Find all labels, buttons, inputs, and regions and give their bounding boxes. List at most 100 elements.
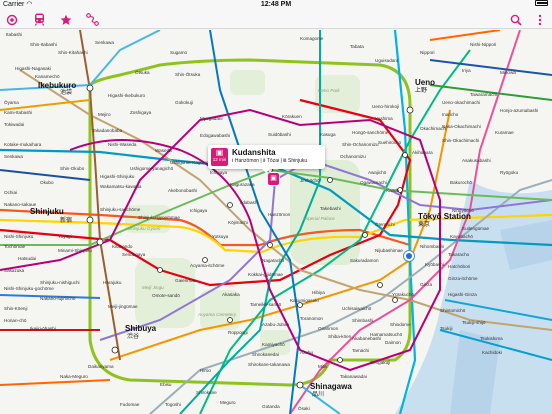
- station-label[interactable]: Uguisudani: [375, 58, 398, 63]
- station-label[interactable]: Shirokanedai: [252, 352, 279, 357]
- station-shinagawa[interactable]: Shinagawa: [310, 382, 352, 391]
- station-label[interactable]: Kanda: [386, 188, 400, 193]
- station-label[interactable]: Uchisaiwaichō: [342, 306, 372, 311]
- station-label[interactable]: Myogadani: [200, 116, 223, 121]
- station-label[interactable]: Higashi-Shinjuku: [100, 174, 135, 179]
- station-label[interactable]: Gokokuji: [175, 100, 193, 105]
- station-label[interactable]: Ochanomizu: [340, 154, 366, 159]
- station-label[interactable]: Azabu-Juban: [262, 322, 290, 327]
- station-label[interactable]: Nakano-sakaue: [4, 202, 37, 207]
- station-label[interactable]: Kuramae: [495, 130, 514, 135]
- station-label[interactable]: Minami-Shinjuku: [58, 248, 92, 253]
- station-label[interactable]: Shin-Itabashi: [30, 42, 57, 47]
- station-label[interactable]: Ushigome-Kagurazaka: [170, 160, 217, 165]
- station-label[interactable]: Takaracho: [448, 252, 470, 257]
- station-label[interactable]: Suitengūmae: [462, 226, 490, 231]
- station-label[interactable]: Tsukiji: [440, 326, 453, 331]
- station-label[interactable]: Kami-Itabashi: [4, 110, 33, 115]
- station-label[interactable]: Senkawa: [4, 154, 23, 159]
- station-label[interactable]: Naka-Okachimachi: [442, 124, 481, 129]
- station-label[interactable]: Ōsaki: [298, 406, 310, 411]
- station-ikebukuro[interactable]: Ikebukuro: [38, 81, 77, 90]
- current-location-icon[interactable]: [403, 250, 415, 262]
- station-callout[interactable]: ▣ 12 min Kudanshita Ⅰ Hanzōmon | Ⅱ Tōzai…: [208, 145, 325, 169]
- station-tokyo[interactable]: Tōkyō Station: [418, 212, 471, 221]
- station-label[interactable]: Meiji-jingūmae: [108, 304, 138, 309]
- station-label[interactable]: Shin-Kōenji: [4, 306, 28, 311]
- station-label[interactable]: Shinjuku-nishiguchi: [40, 280, 80, 285]
- station-label[interactable]: Shintomichō: [440, 308, 466, 313]
- station-label[interactable]: Ogawamachi: [360, 180, 387, 185]
- location-target-icon[interactable]: [4, 12, 20, 27]
- station-label[interactable]: Tochōmae: [4, 244, 26, 249]
- station-label[interactable]: Aoyama-itchōme: [190, 263, 225, 268]
- station-label[interactable]: Kyōbashi: [425, 262, 444, 267]
- station-label[interactable]: Takadanobaba: [92, 128, 123, 133]
- station-label[interactable]: Daikanyama: [88, 364, 114, 369]
- station-label[interactable]: Nakano-fujimichō: [40, 296, 76, 301]
- station-label[interactable]: Ebisu: [160, 382, 172, 387]
- station-label[interactable]: Kokkai-gijidōmae: [248, 272, 283, 277]
- station-label[interactable]: Toranomon: [300, 316, 323, 321]
- station-label[interactable]: Shin-Okubo: [60, 166, 85, 171]
- station-label[interactable]: Tawaramachi: [470, 92, 498, 97]
- station-label[interactable]: Tsukishima: [480, 336, 503, 341]
- station-label[interactable]: Kasuga: [320, 132, 336, 137]
- train-icon[interactable]: [31, 12, 47, 27]
- station-label[interactable]: Nishi-Nippori: [470, 42, 497, 47]
- station-label[interactable]: Harajuku: [103, 280, 122, 285]
- station-label[interactable]: Tsukiji-shijō: [462, 320, 486, 325]
- station-label[interactable]: Takebashi: [320, 206, 341, 211]
- station-label[interactable]: Naka-Meguro: [60, 374, 88, 379]
- station-label[interactable]: Minowa: [500, 70, 516, 75]
- station-label[interactable]: Itabashi: [6, 32, 23, 37]
- station-label[interactable]: Iidabashi: [240, 200, 259, 205]
- station-label[interactable]: Honjo-azumabashi: [500, 108, 539, 113]
- station-label[interactable]: Shin-Kitahashi: [58, 50, 88, 55]
- station-label[interactable]: Kachidoki: [482, 350, 502, 355]
- station-label[interactable]: Kamiyachō: [262, 342, 285, 347]
- station-label[interactable]: Ginza: [420, 282, 433, 287]
- station-label[interactable]: Mita: [318, 364, 327, 369]
- station-label[interactable]: Hibiya: [312, 290, 325, 295]
- station-label[interactable]: Meguro: [220, 400, 236, 405]
- star-icon[interactable]: [58, 12, 74, 27]
- station-label[interactable]: Ōyama: [4, 100, 19, 105]
- station-label[interactable]: Sendagaya: [122, 252, 146, 257]
- station-label[interactable]: Azabu: [300, 350, 314, 355]
- station-label[interactable]: Asakusabashi: [462, 158, 491, 163]
- station-label[interactable]: Iriya: [462, 68, 471, 73]
- station-label[interactable]: Ushigome-yanagichō: [130, 166, 174, 171]
- station-label[interactable]: Hamamatsuchō: [370, 332, 403, 337]
- station-label[interactable]: Daimon: [385, 340, 401, 345]
- station-label[interactable]: Shiba-kōen: [328, 334, 352, 339]
- station-label[interactable]: Yūrakuchō: [392, 292, 414, 297]
- station-label[interactable]: Togoshi: [165, 402, 181, 407]
- route-icon[interactable]: [84, 12, 100, 27]
- station-label[interactable]: Hatchōbori: [448, 264, 471, 269]
- station-label[interactable]: Nihombashi: [420, 244, 445, 249]
- station-label[interactable]: Okachimachi: [420, 126, 447, 131]
- station-label[interactable]: Gotanda: [262, 404, 280, 409]
- station-label[interactable]: Sugamo: [170, 50, 188, 55]
- station-label[interactable]: Sengakuji: [370, 360, 391, 365]
- station-label[interactable]: Edogawabashi: [200, 133, 231, 138]
- station-shibuya[interactable]: Shibuya: [125, 324, 157, 333]
- station-label[interactable]: Shimbashi: [352, 318, 374, 323]
- station-label[interactable]: Ueno-okachimachi: [442, 100, 481, 105]
- station-label[interactable]: Shin-Ochanomizu: [342, 142, 379, 147]
- station-label[interactable]: Omote-sandō: [152, 293, 180, 298]
- station-label[interactable]: Suidōbashi: [268, 132, 291, 137]
- station-label[interactable]: Shirokane: [196, 390, 217, 395]
- more-vertical-icon[interactable]: [532, 12, 548, 27]
- station-label[interactable]: Suehirocho: [378, 140, 402, 145]
- search-icon[interactable]: [508, 12, 524, 27]
- station-label[interactable]: Hatsudai: [18, 256, 37, 261]
- station-label[interactable]: Senkawa: [95, 40, 114, 45]
- station-label[interactable]: Higashi-Ginza: [448, 292, 477, 297]
- station-label[interactable]: Ginza-itchōme: [448, 276, 478, 281]
- station-label[interactable]: Akabanebashi: [352, 336, 382, 341]
- station-label[interactable]: Shin-Ōtsuka: [175, 72, 201, 77]
- station-label[interactable]: Gaienmae: [175, 278, 197, 283]
- station-label[interactable]: Tamachi: [352, 348, 370, 353]
